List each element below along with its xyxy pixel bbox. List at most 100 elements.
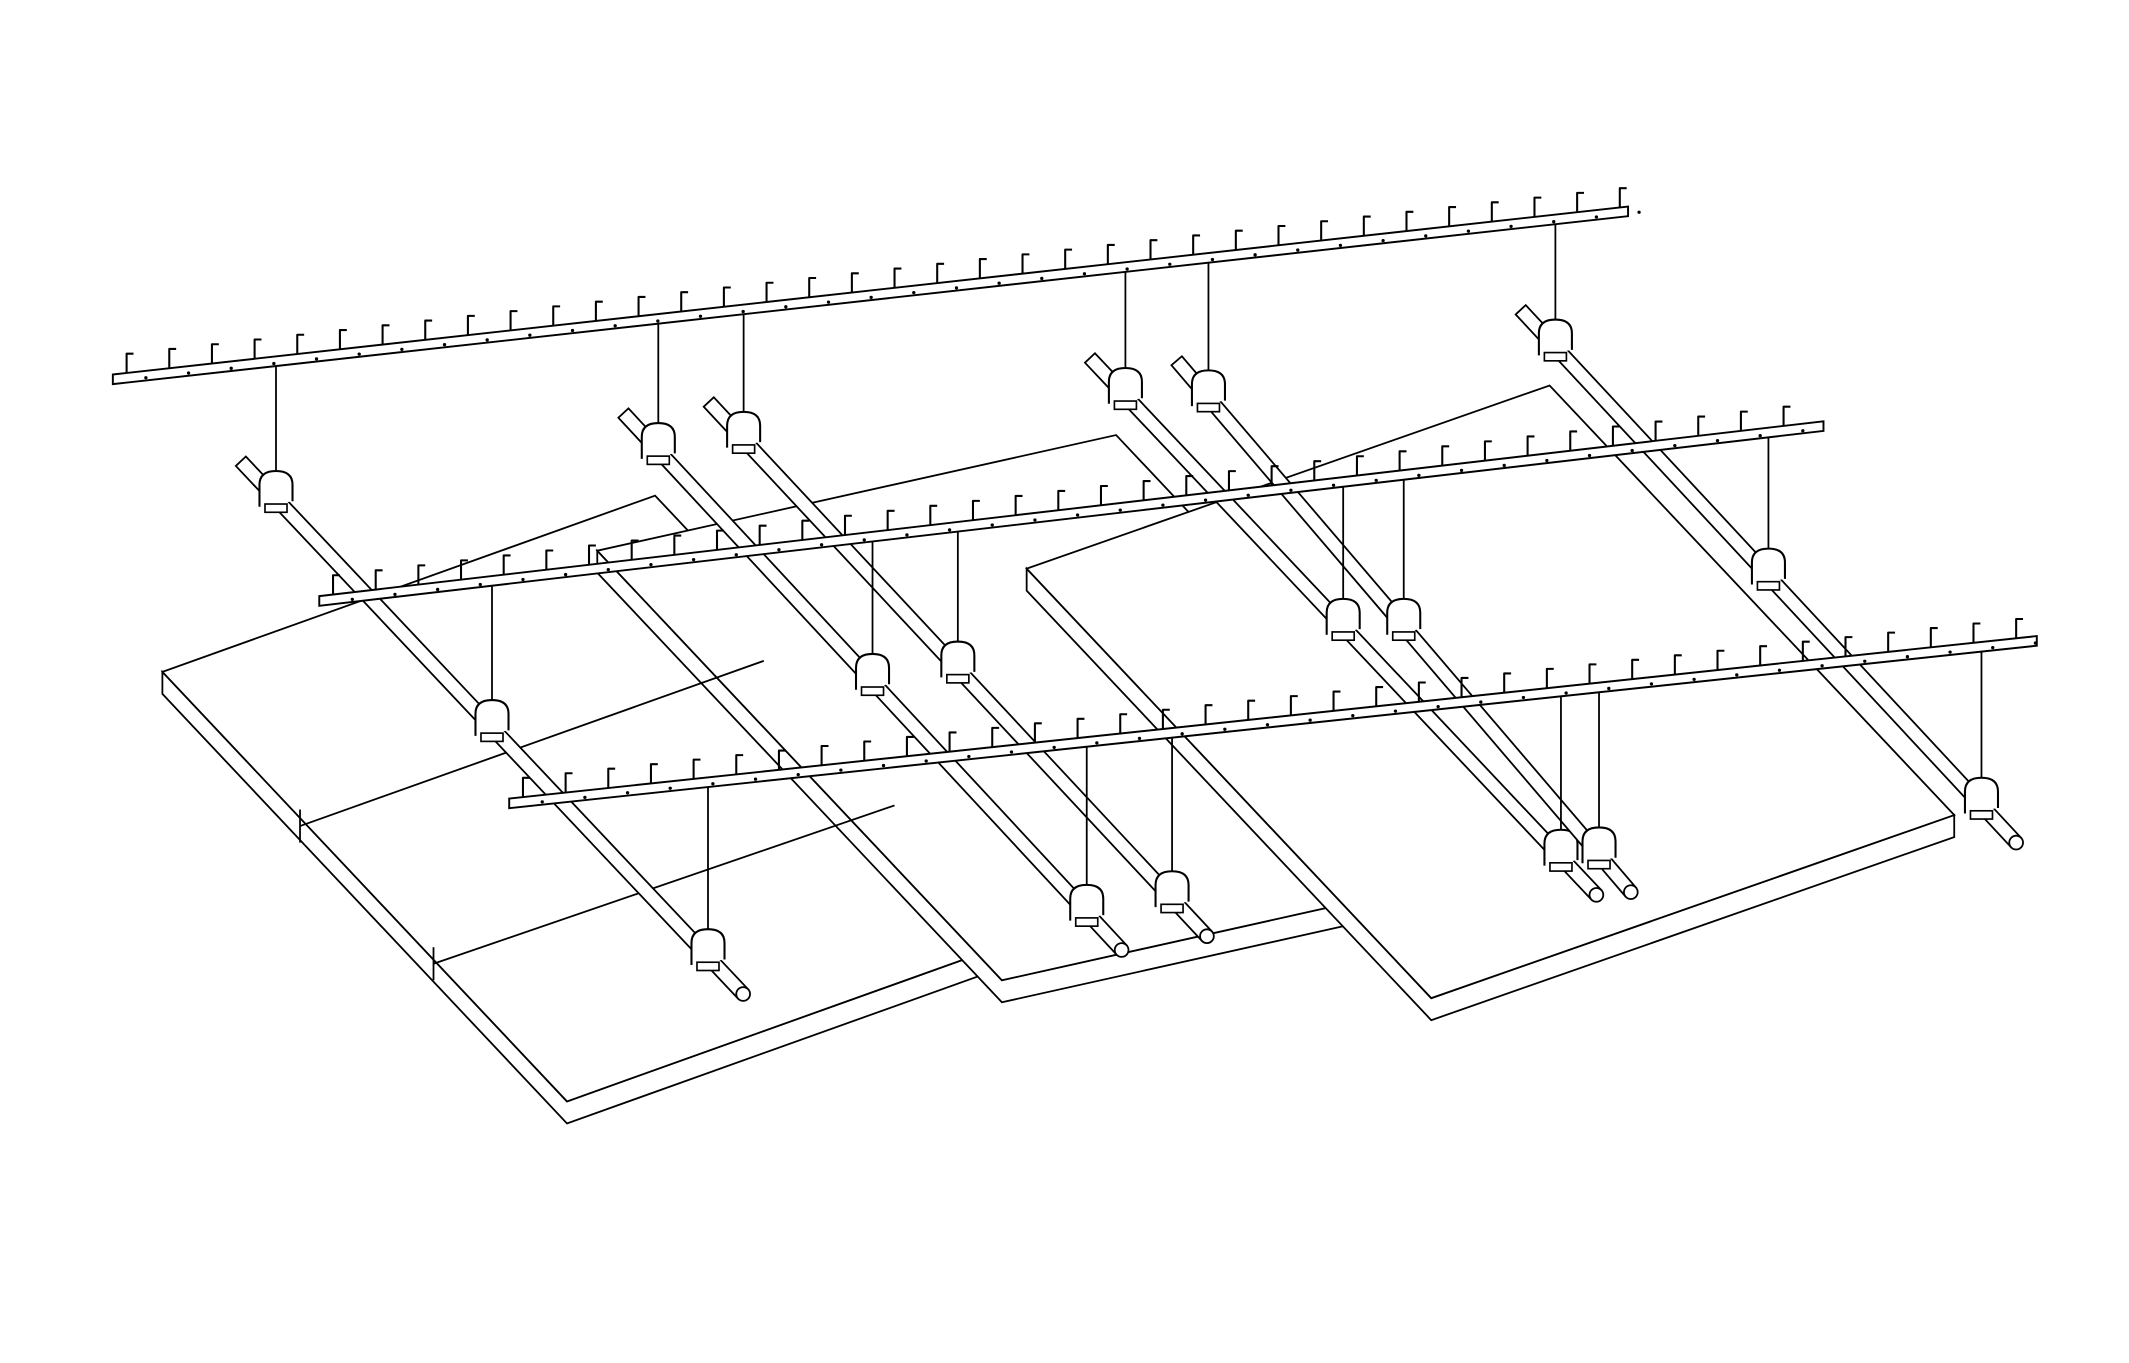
rail-hole bbox=[862, 538, 866, 542]
rail-tooth bbox=[210, 343, 219, 364]
clamp bbox=[474, 699, 510, 736]
clamp bbox=[1537, 318, 1573, 356]
clamp-foot bbox=[1756, 580, 1781, 591]
clamp bbox=[940, 640, 976, 678]
rail-tooth bbox=[715, 529, 724, 550]
plate-seam bbox=[433, 804, 895, 965]
rail-hole bbox=[1521, 695, 1526, 700]
rail-hole bbox=[563, 572, 568, 577]
rail-tooth bbox=[1332, 690, 1341, 711]
rail-hole bbox=[1564, 691, 1568, 695]
rail-hole bbox=[734, 553, 738, 557]
clamp bbox=[726, 410, 762, 448]
rail-tooth bbox=[765, 281, 774, 303]
rail-hole bbox=[947, 528, 952, 532]
rail-hole bbox=[784, 305, 788, 309]
clamp bbox=[1069, 883, 1105, 921]
rail-tooth bbox=[1270, 465, 1279, 486]
rail-bar bbox=[508, 634, 2038, 810]
clamp-foot bbox=[646, 455, 671, 466]
rail-tooth bbox=[905, 735, 914, 757]
clamp bbox=[1190, 369, 1226, 407]
rail-hole bbox=[272, 361, 276, 366]
rail-tooth bbox=[936, 262, 945, 284]
rail-hole bbox=[905, 533, 909, 537]
rail-tooth bbox=[801, 519, 810, 540]
rail-hole bbox=[1033, 518, 1037, 522]
rail-tooth bbox=[1375, 686, 1384, 707]
rail-tooth bbox=[1149, 239, 1158, 260]
clamp bbox=[854, 652, 891, 690]
rail-tooth bbox=[552, 305, 561, 326]
rail-hole bbox=[1649, 682, 1654, 686]
plate-seam bbox=[299, 660, 765, 827]
rail-tooth bbox=[1405, 210, 1414, 232]
rail-hole bbox=[400, 347, 404, 352]
rail-hole bbox=[1246, 493, 1250, 497]
rail-tooth bbox=[1289, 695, 1298, 716]
rail-tooth bbox=[564, 772, 573, 793]
rail-hole bbox=[1607, 686, 1611, 691]
plates bbox=[160, 384, 1956, 1125]
pipe-end bbox=[1588, 887, 1605, 903]
rail-hole bbox=[1289, 488, 1293, 492]
rail-tooth bbox=[1569, 430, 1578, 451]
rail-hole bbox=[186, 371, 191, 375]
rail-tooth bbox=[509, 310, 518, 331]
rail-tooth bbox=[1972, 622, 1981, 643]
rail-hole bbox=[1630, 448, 1634, 453]
clamp-foot bbox=[696, 961, 720, 972]
clamp bbox=[1325, 597, 1361, 635]
rail-hole bbox=[1991, 645, 1995, 650]
rail-tooth bbox=[1185, 475, 1194, 496]
rail-hole bbox=[625, 791, 630, 795]
rail-tooth bbox=[929, 504, 938, 526]
rail-hole bbox=[1374, 478, 1378, 482]
rail-hole bbox=[1331, 483, 1336, 487]
rail-tooth bbox=[374, 569, 383, 590]
rail-tooth bbox=[1490, 201, 1499, 222]
clamp-foot bbox=[1160, 903, 1184, 914]
rail-hole bbox=[1715, 439, 1720, 443]
rail-hole bbox=[1758, 434, 1762, 438]
rail-hole bbox=[1479, 700, 1483, 704]
rail-hole bbox=[1137, 736, 1142, 741]
rail-tooth bbox=[886, 509, 895, 531]
rail-tooth bbox=[850, 272, 859, 293]
rail-tooth bbox=[1021, 253, 1030, 274]
rail-tooth bbox=[1460, 676, 1469, 698]
rail-tooth bbox=[1503, 672, 1512, 693]
rail-hole bbox=[435, 587, 440, 592]
rail-tooth bbox=[637, 295, 646, 317]
rail-tooth bbox=[1441, 445, 1450, 466]
rail-hole bbox=[393, 592, 397, 597]
clamp bbox=[258, 469, 294, 507]
rail-tooth bbox=[502, 554, 511, 575]
rail-hole bbox=[1253, 253, 1257, 257]
rail-tooth bbox=[1033, 722, 1042, 743]
rail-tooth bbox=[1142, 480, 1151, 501]
rail-hole bbox=[1820, 664, 1824, 668]
rail-hole bbox=[1594, 215, 1599, 219]
rail-hole bbox=[1552, 220, 1556, 224]
rail-hole bbox=[1009, 750, 1014, 754]
rail-hole bbox=[144, 376, 148, 380]
rail-tooth bbox=[1611, 425, 1620, 446]
rail-hole bbox=[1082, 272, 1087, 276]
pipe-end bbox=[735, 986, 751, 1002]
rail-hole bbox=[656, 319, 660, 323]
rail-hole bbox=[1210, 257, 1215, 262]
rail-hole bbox=[1735, 673, 1739, 677]
rail-tooth bbox=[1801, 640, 1810, 661]
rail-tooth bbox=[1320, 220, 1329, 241]
rail-hole bbox=[1125, 267, 1129, 271]
rail-hole bbox=[1265, 723, 1270, 727]
rail-hole bbox=[691, 558, 696, 562]
rail-hole bbox=[796, 773, 800, 777]
clamp-foot bbox=[1331, 631, 1356, 642]
rail-hole bbox=[606, 567, 610, 572]
rail-tooth bbox=[735, 754, 744, 775]
rail-tooth bbox=[1654, 420, 1663, 441]
rail-tooth bbox=[820, 744, 829, 766]
rail-tooth bbox=[1076, 717, 1085, 739]
